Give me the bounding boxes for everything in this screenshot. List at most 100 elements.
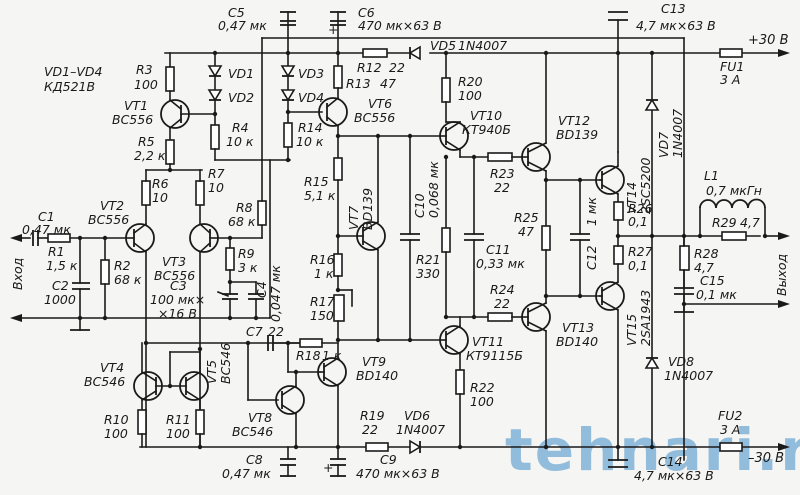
- svg-text:FU2: FU2: [718, 408, 742, 423]
- svg-text:BD140: BD140: [356, 368, 398, 383]
- resistor-r25: [541, 225, 551, 251]
- svg-text:VD6: VD6: [404, 408, 430, 423]
- svg-text:R11: R11: [166, 412, 191, 427]
- transistor-vt9: [317, 357, 347, 387]
- svg-text:C8: C8: [246, 452, 263, 467]
- resistor-r23: [487, 152, 513, 162]
- diode-vd1: [207, 65, 223, 78]
- svg-text:10 к: 10 к: [296, 134, 324, 149]
- svg-text:BC556: BC556: [154, 268, 195, 283]
- resistor-r9: [225, 247, 235, 271]
- svg-text:VT6: VT6: [368, 96, 392, 111]
- svg-text:R26: R26: [628, 201, 653, 216]
- svg-text:BC556: BC556: [354, 110, 395, 125]
- svg-text:VT2: VT2: [100, 198, 124, 213]
- svg-text:5,1 к: 5,1 к: [304, 188, 336, 203]
- fuse-fu1: [719, 48, 743, 58]
- svg-text:C6: C6: [358, 5, 375, 20]
- arrow-output-gnd-icon: [778, 300, 790, 308]
- svg-text:VT11: VT11: [472, 334, 504, 349]
- diode-vd8: [644, 356, 660, 369]
- svg-text:R25: R25: [514, 210, 539, 225]
- svg-text:C10: C10: [412, 193, 427, 218]
- svg-text:R29: R29: [712, 215, 737, 230]
- svg-text:330: 330: [416, 266, 440, 281]
- resistor-r13: [333, 65, 343, 89]
- svg-text:3 А: 3 А: [720, 422, 740, 437]
- resistor-r12: [362, 48, 388, 58]
- bias-network: [333, 135, 441, 343]
- svg-text:R12: R12: [357, 60, 382, 75]
- svg-text:+: +: [328, 22, 338, 37]
- svg-text:VD4: VD4: [298, 90, 324, 105]
- resistor-r27: [613, 245, 624, 265]
- svg-text:VT9: VT9: [362, 354, 386, 369]
- svg-text:4,7 мк×63 В: 4,7 мк×63 В: [636, 18, 716, 33]
- svg-text:КТ9115Б: КТ9115Б: [466, 348, 523, 363]
- svg-text:C9: C9: [380, 452, 397, 467]
- svg-text:4,7: 4,7: [740, 215, 760, 230]
- svg-text:22: 22: [362, 422, 378, 437]
- svg-text:1000: 1000: [44, 292, 76, 307]
- svg-text:4,7: 4,7: [694, 260, 714, 275]
- svg-text:R10: R10: [104, 412, 129, 427]
- svg-text:3 А: 3 А: [720, 72, 740, 87]
- transistor-vt6: [318, 97, 348, 127]
- input-stage: [32, 50, 291, 448]
- svg-text:R24: R24: [490, 282, 515, 297]
- svg-text:4,7 мк×63 В: 4,7 мк×63 В: [634, 468, 714, 483]
- resistor-r7: [195, 180, 205, 206]
- resistor-r4: [210, 124, 220, 150]
- svg-text:0,1 мк: 0,1 мк: [696, 287, 737, 302]
- diode-vd3: [280, 65, 296, 78]
- resistor-r8: [257, 200, 267, 226]
- svg-text:FU1: FU1: [720, 59, 744, 74]
- svg-text:C4: C4: [254, 281, 269, 298]
- svg-text:R2: R2: [114, 258, 131, 273]
- svg-text:1 к: 1 к: [314, 266, 334, 281]
- resistor-r3: [165, 66, 175, 92]
- svg-text:100: 100: [104, 426, 128, 441]
- svg-text:R1: R1: [48, 244, 65, 259]
- svg-text:0,7 мкГн: 0,7 мкГн: [706, 183, 762, 198]
- svg-text:BC546: BC546: [218, 343, 233, 384]
- svg-text:22: 22: [268, 324, 284, 339]
- resistor-r29: [721, 231, 747, 241]
- svg-text:3 к: 3 к: [238, 260, 258, 275]
- svg-text:VT4: VT4: [100, 360, 124, 375]
- svg-text:100: 100: [166, 426, 190, 441]
- svg-text:R27: R27: [628, 244, 653, 259]
- note-diodes-type: КД521В: [44, 79, 95, 94]
- svg-text:R20: R20: [458, 74, 483, 89]
- input-label: Вход: [10, 258, 25, 290]
- svg-text:C15: C15: [700, 273, 725, 288]
- svg-text:BD140: BD140: [556, 334, 598, 349]
- plus-rail-label: +30 В: [748, 33, 789, 48]
- driver-stage: [439, 50, 523, 450]
- transistor-vt14: [595, 165, 625, 195]
- svg-text:100: 100: [134, 77, 158, 92]
- svg-text:R17: R17: [310, 294, 335, 309]
- arrow-input-gnd-icon: [10, 314, 22, 322]
- svg-text:R3: R3: [136, 62, 153, 77]
- resistor-r26: [613, 201, 624, 221]
- resistor-r16: [333, 253, 343, 277]
- vas-upper: +: [280, 11, 441, 163]
- svg-text:100 мк×: 100 мк×: [150, 292, 205, 307]
- svg-text:R14: R14: [298, 120, 323, 135]
- svg-text:0,068 мк: 0,068 мк: [426, 161, 441, 218]
- svg-text:470 мк×63 В: 470 мк×63 В: [358, 18, 442, 33]
- arrow-minus-rail-icon: [778, 443, 790, 451]
- resistor-r15: [333, 157, 343, 181]
- svg-text:BC546: BC546: [232, 424, 273, 439]
- svg-text:R15: R15: [304, 174, 329, 189]
- svg-text:1 мк: 1 мк: [584, 197, 599, 226]
- resistor-r22: [455, 369, 465, 395]
- resistor-r20: [441, 77, 451, 103]
- svg-text:VD5: VD5: [430, 38, 456, 53]
- svg-text:R19: R19: [360, 408, 385, 423]
- svg-text:C3: C3: [170, 278, 187, 293]
- svg-text:R9: R9: [238, 246, 255, 261]
- transistor-vt5: [179, 371, 209, 401]
